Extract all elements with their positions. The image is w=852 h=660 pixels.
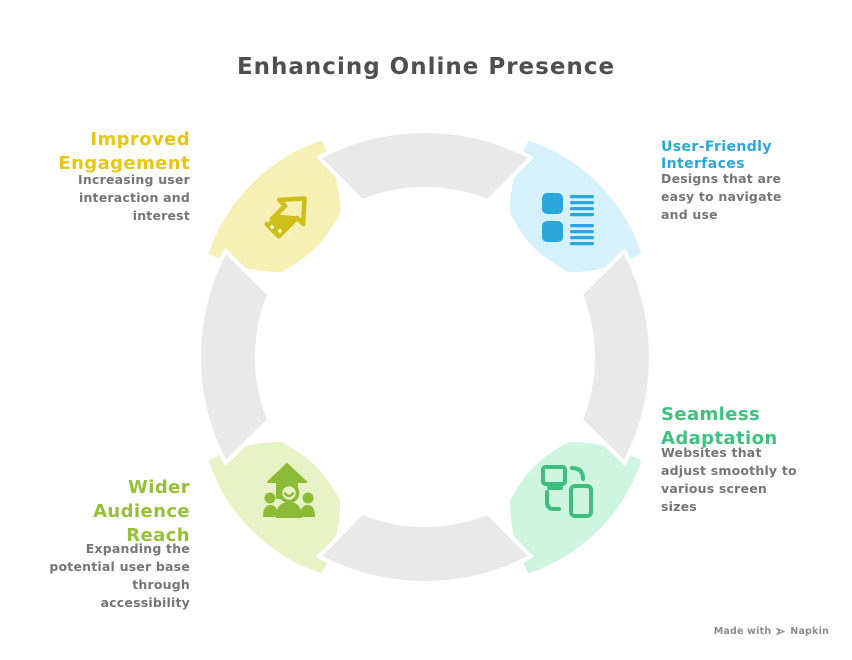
page-title: Enhancing Online Presence (236, 54, 616, 80)
ring-arc-bottom (316, 510, 534, 585)
watermark-brand: Napkin (790, 626, 829, 637)
segment-body-improved-engagement: Increasing user interaction and interest (78, 172, 190, 223)
segment-body-seamless-adaptation: Websites that adjust smoothly to various… (661, 445, 797, 514)
segment-text-wider-audience-reach: Wider Audience Reach (20, 457, 190, 567)
responsive-devices-icon (541, 465, 593, 518)
segment-heading: Wider Audience Reach (93, 477, 190, 546)
person-face (278, 482, 300, 504)
segment-heading: Improved Engagement (58, 129, 190, 174)
audience-growth-icon (263, 463, 315, 518)
segment-text-user-friendly-interfaces: User-Friendly Interfaces (661, 120, 846, 192)
interface-list-icon (542, 193, 594, 246)
ring-arc-top (316, 129, 534, 204)
ring-arc-left (197, 248, 272, 466)
segment-wedge-improved-engagement (203, 135, 345, 277)
engagement-arrow-icon (264, 196, 307, 239)
segment-text-seamless-adaptation: Seamless Adaptation (661, 384, 846, 470)
segment-wedge-user-friendly-interfaces (505, 135, 647, 277)
ring-arc-right (578, 248, 653, 466)
segment-body-wider-audience-reach: Expanding the potential user base throug… (49, 541, 190, 610)
smile (283, 492, 295, 498)
segment-heading: Seamless Adaptation (661, 404, 778, 449)
made-with-napkin-watermark: Made with Napkin (714, 626, 829, 637)
segment-text-improved-engagement: Improved Engagement (20, 109, 190, 195)
segment-body-user-friendly-interfaces: Designs that are easy to navigate and us… (661, 171, 782, 222)
monitor-shape (541, 465, 567, 486)
sync-arrow-bottom (545, 490, 561, 511)
watermark-prefix: Made with (713, 626, 772, 637)
sparkle-dots (265, 208, 300, 236)
napkin-pen-icon (775, 627, 786, 636)
sync-arrow-top (570, 466, 585, 481)
phone-shape (569, 484, 593, 518)
segment-heading: User-Friendly Interfaces (661, 139, 772, 172)
